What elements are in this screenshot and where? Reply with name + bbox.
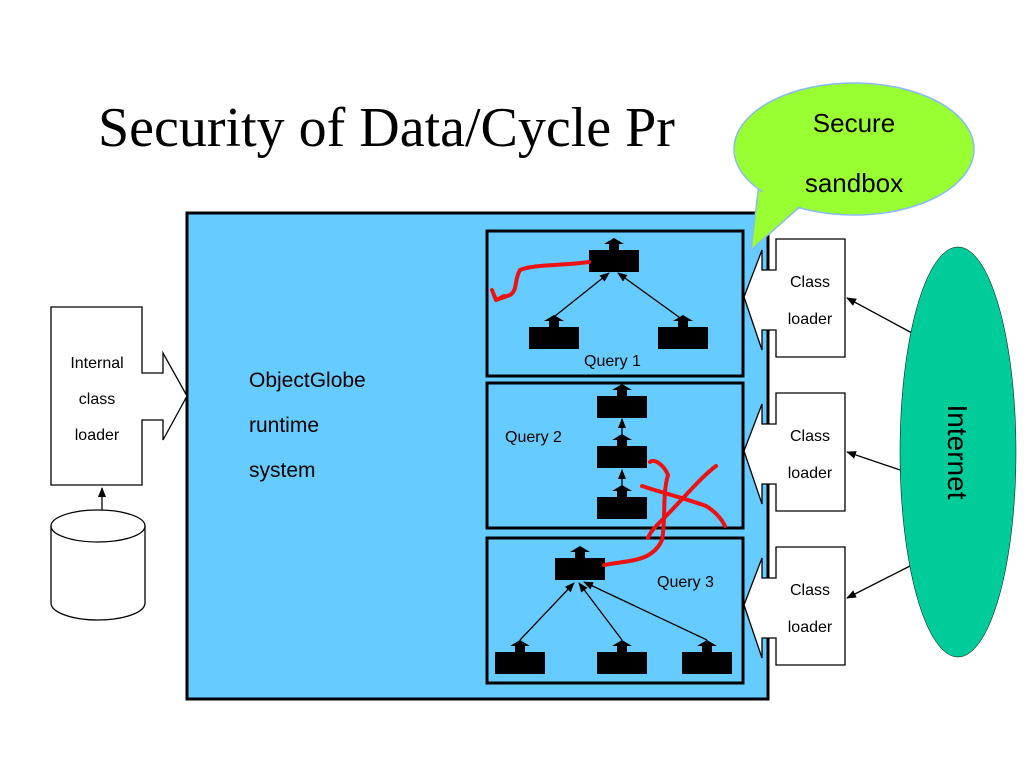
query-3-leaf-node-3: [682, 640, 732, 674]
internet-label: Internet: [942, 405, 973, 500]
class-loader-2-label-1: Class: [790, 428, 830, 445]
query-3-root-node: [555, 546, 605, 580]
internal-loader-label-3: loader: [75, 427, 120, 444]
internal-loader-label-1: Internal: [70, 355, 123, 372]
class-loader-1-label-2: loader: [788, 311, 833, 328]
callout-line-1: Secure: [813, 108, 895, 138]
runtime-label-1: ObjectGlobe: [249, 369, 366, 392]
query-3-leaf-node-2: [597, 640, 647, 674]
class-loader-1-label-1: Class: [790, 274, 830, 291]
class-loader-2: Class loader: [743, 392, 846, 512]
secure-sandbox-callout: Secure sandbox: [733, 82, 975, 252]
query-3-leaf-node-1: [495, 640, 545, 674]
internal-class-loader: Internal class loader: [50, 306, 188, 486]
query-2-middle-node: [597, 434, 647, 468]
query-1-left-leaf-node: [529, 315, 579, 349]
slide-title: Security of Data/Cycle Pr: [98, 97, 675, 159]
query-2-bottom-node: [597, 485, 647, 519]
database-cylinder: [50, 509, 146, 621]
query-3-label: Query 3: [657, 574, 714, 591]
query-1-root-node: [589, 238, 639, 272]
internal-loader-label-2: class: [79, 391, 115, 408]
query-1-label: Query 1: [584, 353, 641, 370]
query-2-top-node: [597, 384, 647, 418]
class-loader-3: Class loader: [743, 546, 846, 666]
runtime-label-3: system: [249, 459, 316, 482]
query-2-label: Query 2: [505, 429, 562, 446]
class-loader-2-label-2: loader: [788, 465, 833, 482]
red-annotation-marks: [490, 260, 727, 567]
callout-line-2: sandbox: [805, 168, 903, 198]
runtime-label-2: runtime: [249, 414, 319, 437]
query-1-right-leaf-node: [658, 315, 708, 349]
class-loader-1: Class loader: [743, 238, 846, 358]
class-loader-3-label-1: Class: [790, 582, 830, 599]
internet-cloud: Internet: [899, 246, 1017, 658]
class-loader-3-label-2: loader: [788, 619, 833, 636]
